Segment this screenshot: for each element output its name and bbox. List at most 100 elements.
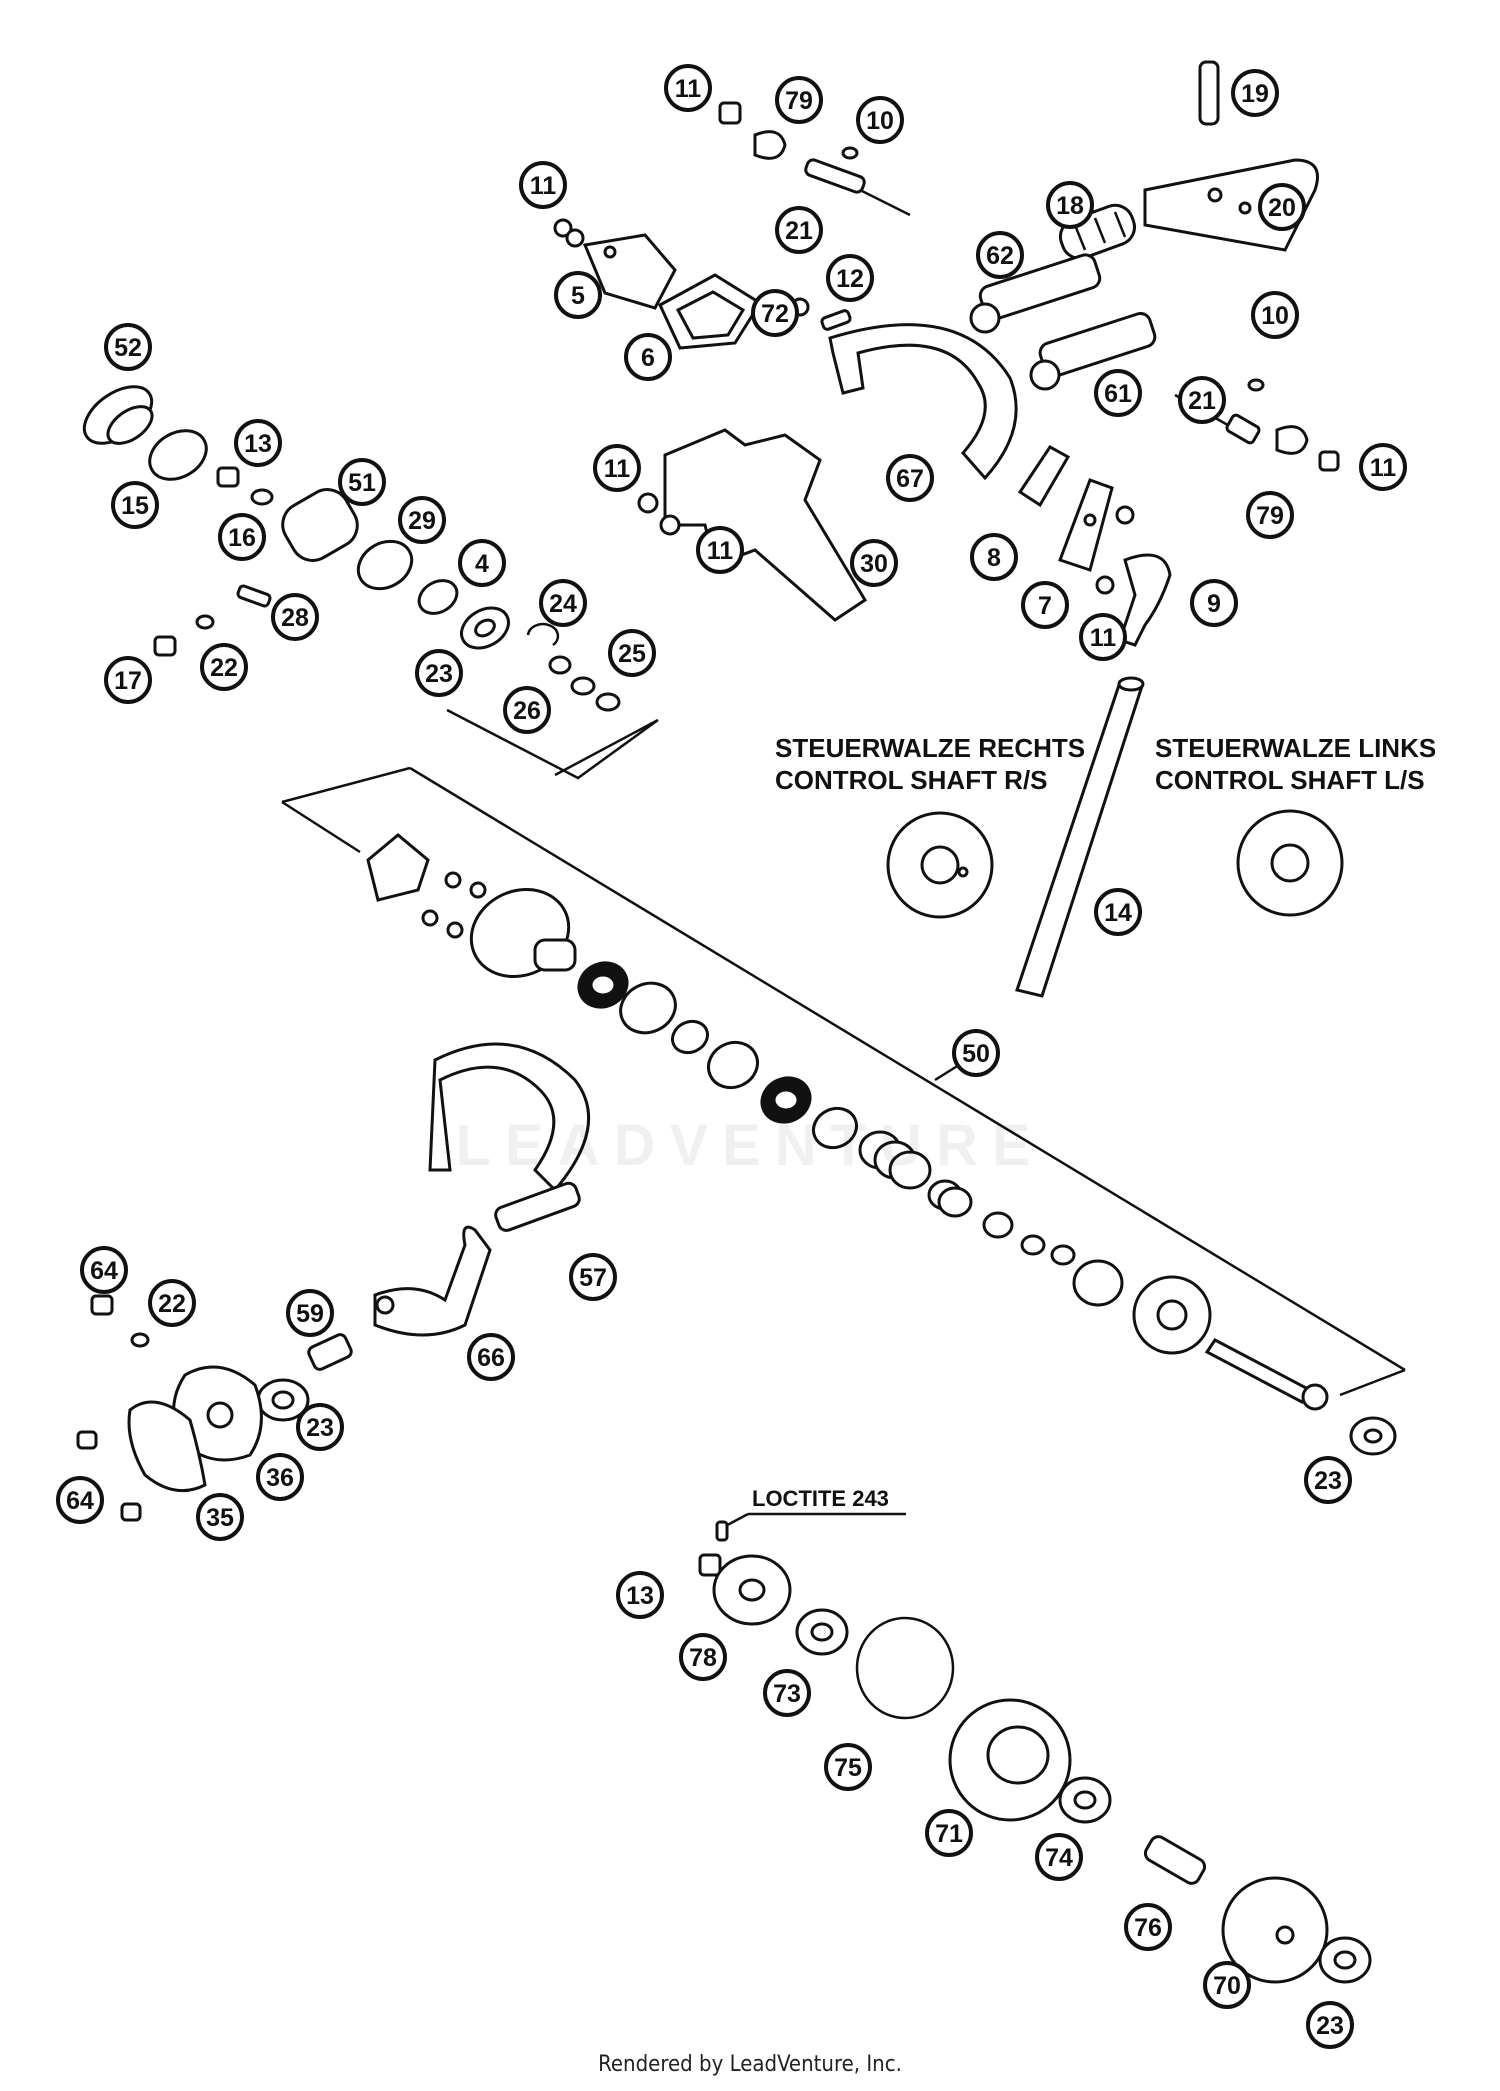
callout-8: 8: [970, 533, 1018, 581]
callout-circle: [271, 593, 319, 641]
footer-credit: Rendered by LeadVenture, Inc.: [598, 2052, 902, 2077]
washer-shaft-1: [619, 981, 677, 1035]
callout-66: 66: [467, 1333, 515, 1381]
callout-number: 67: [896, 465, 924, 493]
callout-51: 51: [338, 458, 386, 506]
ring-15: [148, 429, 208, 481]
impeller-78: [712, 1554, 792, 1626]
callout-circle: [415, 649, 463, 697]
callout-11: 11: [664, 64, 712, 112]
callout-11: 11: [1359, 443, 1407, 491]
callout-circle: [467, 1333, 515, 1381]
screws-11-mid: [637, 492, 681, 536]
callout-number: 26: [513, 697, 541, 725]
spring-shaft-2: [927, 1179, 973, 1218]
callout-36: 36: [256, 1453, 304, 1501]
callout-circle: [80, 1246, 128, 1294]
callout-circle: [256, 1453, 304, 1501]
screw-64-top: [90, 1294, 114, 1316]
callout-35: 35: [196, 1493, 244, 1541]
callout-11: 11: [696, 526, 744, 574]
screw-59: [307, 1333, 353, 1371]
shaft-57: [494, 1181, 581, 1232]
callout-circle: [554, 271, 602, 319]
callout-number: 8: [987, 544, 1001, 572]
sprocket-shaft: [1132, 1275, 1212, 1355]
callout-circle: [148, 1279, 196, 1327]
callout-50: 50: [952, 1029, 1000, 1077]
callout-number: 66: [477, 1344, 505, 1372]
callout-16: 16: [218, 513, 266, 561]
callout-number: 22: [158, 1290, 186, 1318]
gear-disc-2-hole: [772, 1088, 800, 1112]
callout-76: 76: [1124, 1903, 1172, 1951]
washer-shaft-2: [707, 1040, 759, 1090]
callout-number: 11: [530, 172, 557, 200]
screws-11-lower-right: [1095, 505, 1135, 595]
gear-70: [1221, 1876, 1329, 1984]
shaft-76: [1143, 1835, 1207, 1885]
callout-78: 78: [679, 1633, 727, 1681]
callout-79: 79: [1246, 491, 1294, 539]
callout-59: 59: [286, 1289, 334, 1337]
callout-circle: [1021, 581, 1069, 629]
callout-70: 70: [1203, 1961, 1251, 2009]
callout-number: 64: [90, 1257, 118, 1285]
circlip-24: [526, 622, 560, 647]
bearing-74: [1058, 1776, 1112, 1824]
callout-5: 5: [554, 271, 602, 319]
callout-circle: [1190, 579, 1238, 627]
callout-72: 72: [751, 289, 799, 337]
callout-circle: [608, 629, 656, 677]
washer-4: [417, 579, 459, 615]
gasket-6: [658, 273, 763, 350]
callout-21: 21: [775, 206, 823, 254]
lever-9: [1118, 553, 1172, 647]
callout-number: 11: [707, 537, 734, 565]
callout-circle: [1178, 376, 1226, 424]
callout-23: 23: [1304, 1456, 1352, 1504]
callout-67: 67: [886, 454, 934, 502]
callout-number: 74: [1045, 1844, 1073, 1872]
callout-circle: [1231, 69, 1279, 117]
callout-19: 19: [1231, 69, 1279, 117]
callout-circle: [696, 526, 744, 574]
callout-circle: [824, 1743, 872, 1791]
callout-number: 22: [210, 654, 238, 682]
callout-circle: [1304, 1456, 1352, 1504]
o-ring-small: [841, 146, 859, 160]
note-control-shaft-ls-de: STEUERWALZE LINKS: [1155, 733, 1436, 763]
nut-52: [82, 385, 154, 445]
callout-number: 7: [1038, 592, 1052, 620]
callout-number: 79: [785, 87, 813, 115]
callout-number: 21: [1188, 387, 1216, 415]
callout-11: 11: [1079, 613, 1127, 661]
callout-circle: [593, 444, 641, 492]
callout-circle: [234, 419, 282, 467]
callout-number: 57: [579, 1264, 607, 1292]
callout-number: 23: [306, 1414, 334, 1442]
screw-11-right: [1318, 450, 1340, 472]
callout-74: 74: [1035, 1833, 1083, 1881]
callout-62: 62: [976, 231, 1024, 279]
callout-circle: [1046, 181, 1094, 229]
callout-7: 7: [1021, 581, 1069, 629]
callout-61: 61: [1094, 369, 1142, 417]
callout-number: 17: [114, 667, 142, 695]
callout-12: 12: [826, 254, 874, 302]
callout-23: 23: [296, 1403, 344, 1451]
bearing-23-left: [460, 606, 510, 650]
small-bearing-26: [548, 655, 572, 675]
callout-number: 21: [785, 217, 813, 245]
gear-segment-67: [828, 323, 1018, 481]
callout-number: 18: [1056, 192, 1084, 220]
ring-22-lower: [130, 1332, 150, 1348]
control-shaft-rs-gear: [886, 811, 994, 919]
callout-circle: [458, 539, 506, 587]
bolt-13: [216, 466, 240, 488]
callout-circle: [751, 289, 799, 337]
callout-circle: [1359, 443, 1407, 491]
callout-10: 10: [856, 96, 904, 144]
watermark: LEADVENTURE: [455, 1113, 1045, 1178]
